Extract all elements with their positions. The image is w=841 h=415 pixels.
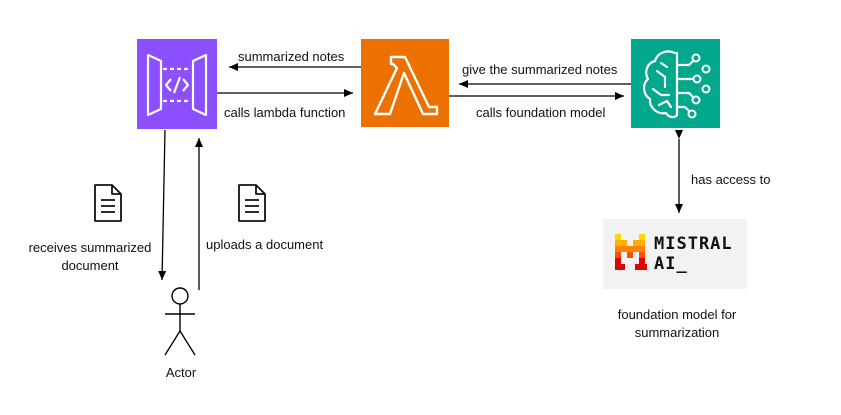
label-receives-line2: document <box>61 258 119 273</box>
bedrock-brain-icon <box>643 50 711 119</box>
lambda-icon <box>373 55 439 116</box>
lambda-node[interactable] <box>361 39 449 127</box>
document-icon <box>238 184 266 222</box>
label-calls-lambda: calls lambda function <box>224 105 346 120</box>
mistral-logo-mark <box>615 234 647 270</box>
label-calls-foundation: calls foundation model <box>476 105 606 120</box>
mistral-logo-text-line2: AI_ <box>654 254 688 274</box>
bedrock-node[interactable] <box>631 39 720 128</box>
api-gateway-icon <box>146 53 208 117</box>
document-icon <box>94 184 122 222</box>
label-summarized-notes: summarized notes <box>238 49 345 64</box>
api-gateway-node[interactable] <box>137 39 217 129</box>
actor-label: Actor <box>165 365 197 380</box>
mistral-caption-line2: summarization <box>634 325 720 340</box>
mistral-logo-panel: MISTRAL AI_ <box>603 219 747 289</box>
edge-receives <box>158 129 167 281</box>
label-give-summarized: give the summarized notes <box>462 62 618 77</box>
label-has-access: has access to <box>691 172 771 187</box>
actor-figure <box>164 287 196 356</box>
mistral-caption-line1: foundation model for <box>617 307 737 322</box>
mistral-logo-text-line1: MISTRAL <box>654 234 733 254</box>
label-receives-line1: receives summarized <box>28 240 152 255</box>
label-uploads: uploads a document <box>206 237 324 252</box>
